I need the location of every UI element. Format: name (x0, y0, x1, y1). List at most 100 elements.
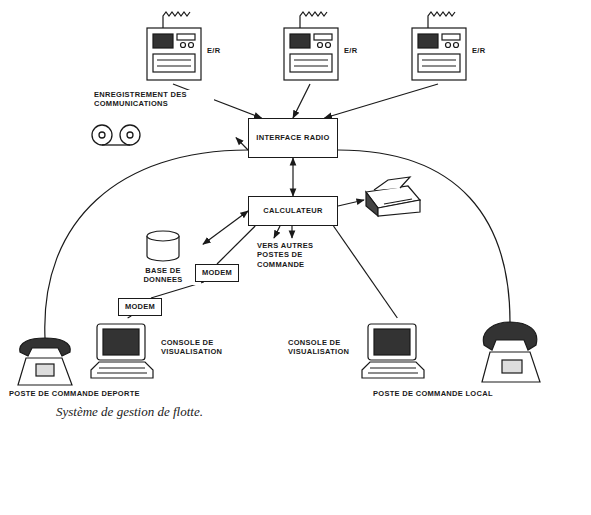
drawing-path (20, 338, 70, 356)
printer-link (338, 200, 364, 206)
process-box: CALCULATEUR (248, 196, 338, 226)
drawing-path (91, 362, 153, 378)
drawing-path (374, 177, 410, 190)
telephone-icon (18, 338, 72, 385)
display-console: CONSOLE DE VISUALISATION (85, 318, 227, 384)
drawing-path (428, 12, 455, 28)
node-label: ENREGISTREMENT DES COMMUNICATIONS (94, 90, 214, 109)
drawing-path (483, 322, 536, 350)
drawing-line (102, 144, 130, 145)
drawing-circle (318, 43, 323, 48)
connector (325, 84, 439, 118)
drawing-rect (418, 34, 438, 48)
drawing-rect (177, 34, 195, 40)
node-label: INTERFACE RADIO (256, 133, 329, 142)
recorder: ENREGISTREMENT DES COMMUNICATIONS (88, 88, 236, 150)
drawing-line (157, 59, 191, 60)
node-label: CALCULATEUR (263, 206, 322, 215)
drawing-line (338, 200, 364, 206)
drawing-line (157, 65, 191, 66)
drawing-line (274, 226, 280, 238)
modem-box: MODEM (118, 298, 162, 316)
drawing-circle (181, 43, 186, 48)
drawing-path (45, 150, 248, 338)
connector (128, 316, 132, 318)
display-console: CONSOLE DE VISUALISATION (288, 318, 430, 384)
connector (334, 226, 398, 318)
drawing-path (18, 358, 72, 385)
drawing-line (291, 226, 292, 238)
connector (293, 84, 310, 118)
drawing-line (97, 372, 147, 373)
radio-set: E/R (145, 8, 225, 84)
drawing-rect (442, 34, 460, 40)
drawing-g (91, 324, 153, 378)
drawing-circle (446, 43, 451, 48)
drawing-rect (418, 54, 460, 72)
process-box: INTERFACE RADIO (248, 118, 338, 158)
phone-wire (45, 150, 510, 338)
monitor-icon (89, 322, 155, 380)
drawing-circle (120, 125, 140, 145)
drawing-ellipse (147, 231, 179, 241)
text-label: POSTE DE COMMANDE DEPORTE (8, 389, 141, 398)
drawing-rect (147, 28, 201, 80)
drawing-rect (103, 329, 139, 355)
drawing-rect (290, 34, 310, 48)
drawing-rect (36, 364, 54, 376)
drawing-path (366, 192, 378, 216)
connector (236, 138, 248, 150)
drawing-line (384, 199, 412, 204)
node-label: E/R (344, 46, 357, 55)
tape-reel-icon (90, 124, 142, 148)
printer-icon (366, 177, 420, 216)
drawing-rect (368, 324, 416, 360)
drawing-g (92, 125, 140, 145)
node-label: CONSOLE DE VISUALISATION (288, 338, 354, 357)
telephone-icon (482, 322, 540, 382)
drawing-path (300, 12, 327, 28)
radio-icon (410, 10, 468, 82)
drawing-circle (189, 43, 194, 48)
other-posts-arrows (274, 226, 292, 238)
radio-icon (145, 10, 203, 82)
drawing-rect (153, 34, 173, 48)
drawing-g (412, 12, 466, 80)
modem-box: MODEM (195, 264, 239, 282)
drawing-line (294, 59, 328, 60)
drawing-circle (127, 132, 133, 138)
drawing-circle (454, 43, 459, 48)
drawing-line (368, 372, 418, 373)
drawing-rect (97, 324, 145, 360)
node-label: MODEM (125, 302, 155, 311)
connector (217, 226, 255, 264)
drawing-rect (502, 360, 522, 373)
drawing-rect (290, 54, 332, 72)
radio-icon (282, 10, 340, 82)
node-label: E/R (207, 46, 220, 55)
drawing-path (378, 200, 420, 216)
drawing-line (422, 65, 456, 66)
node-label: MODEM (202, 268, 232, 277)
drawing-line (422, 59, 456, 60)
connector (292, 158, 293, 196)
caption: Système de gestion de flotte. (56, 404, 203, 420)
drawing-path (362, 362, 424, 378)
drawing-rect (374, 329, 410, 355)
drawing-rect (153, 54, 195, 72)
radio-set: E/R (410, 8, 490, 84)
drawing-g (284, 12, 338, 80)
drawing-circle (99, 132, 105, 138)
drawing-rect (284, 28, 338, 80)
node-label: BASE DE DONNEES (125, 266, 201, 285)
node-label: CONSOLE DE VISUALISATION (161, 338, 225, 357)
drawing-path (338, 150, 510, 322)
drawing-line (370, 367, 416, 368)
radio-set: E/R (282, 8, 362, 84)
drawing-line (294, 65, 328, 66)
monitor-icon (360, 322, 426, 380)
drawing-circle (326, 43, 331, 48)
database-cylinder: BASE DE DONNEES (125, 230, 203, 287)
drawing-rect (412, 28, 466, 80)
drawing-circle (92, 125, 112, 145)
